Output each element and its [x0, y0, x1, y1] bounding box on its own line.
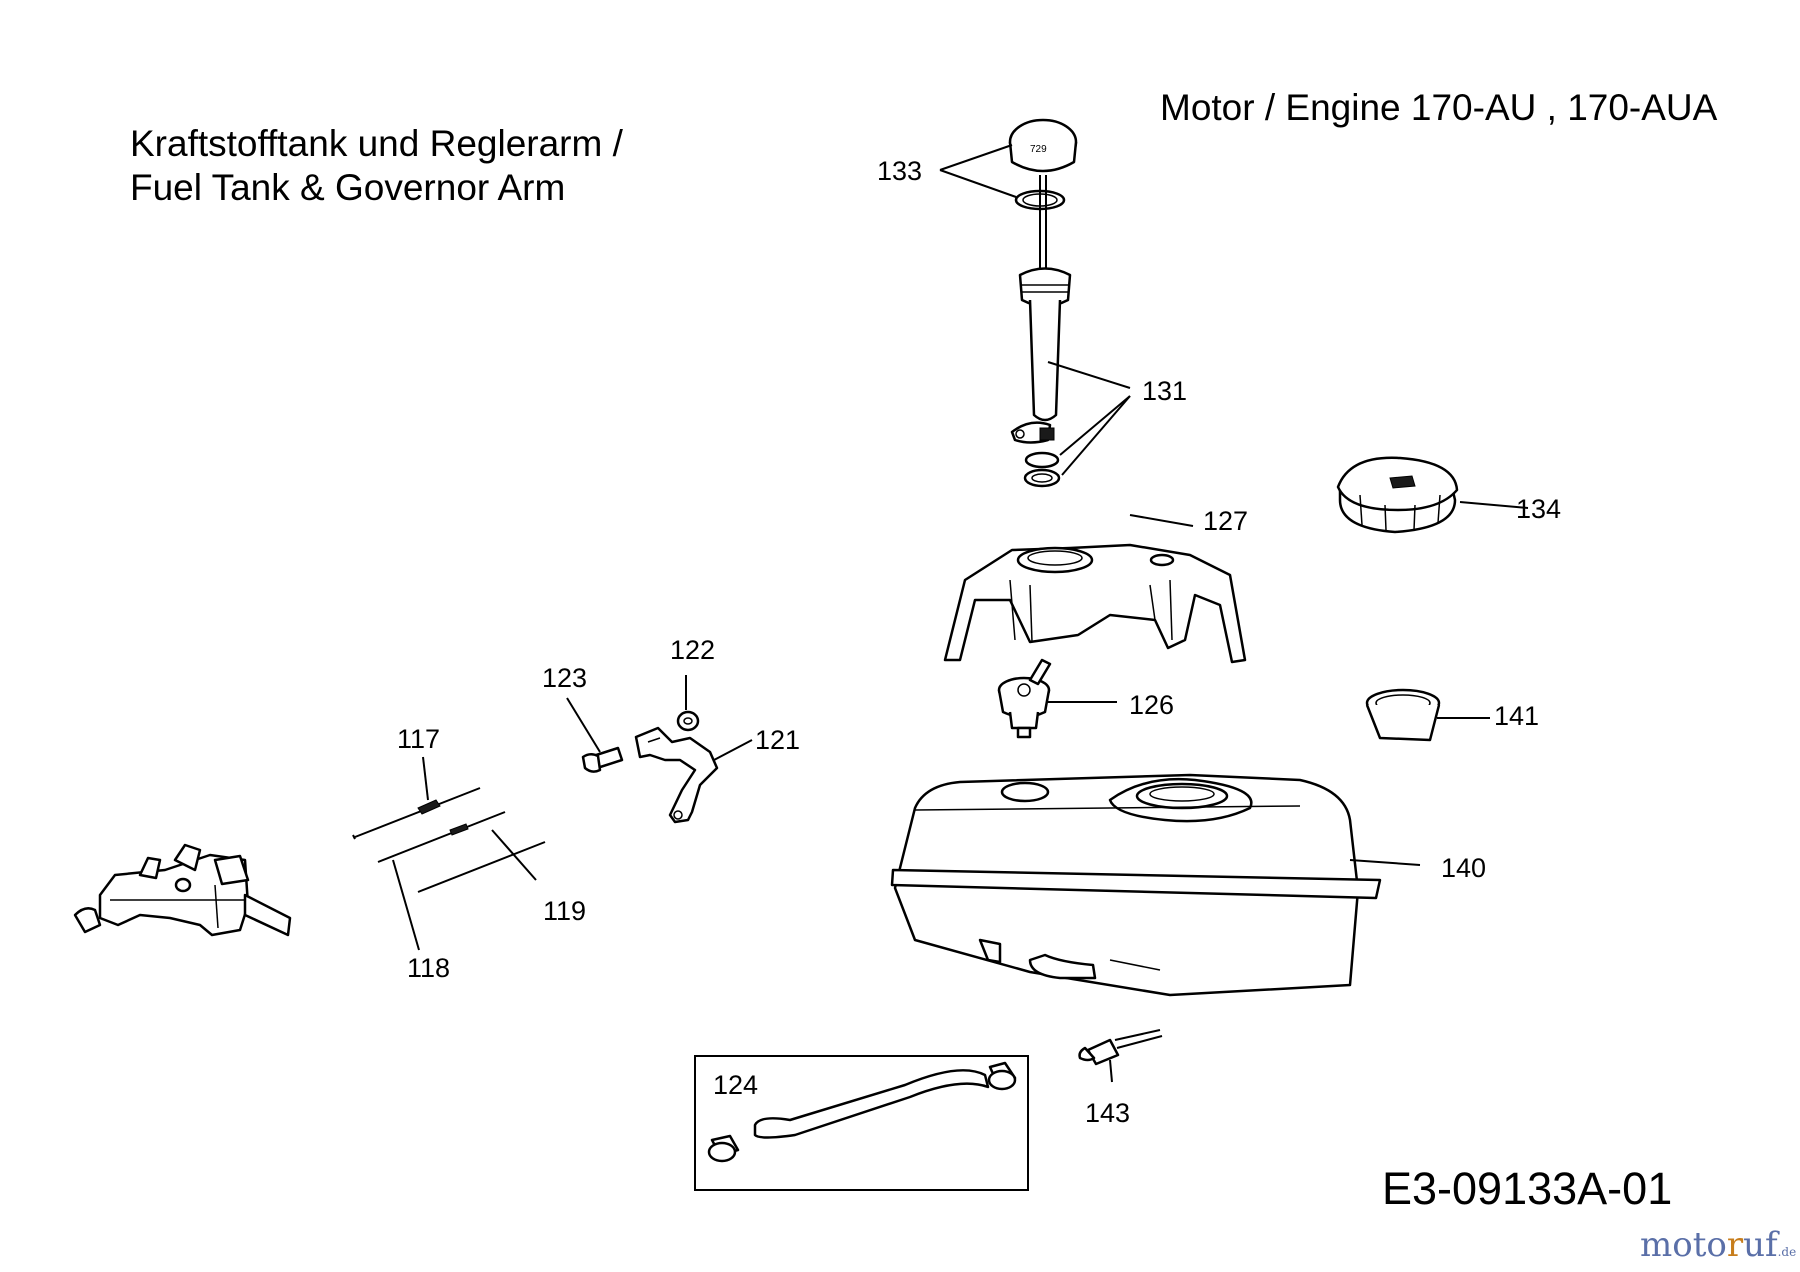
- label-131: 131: [1142, 376, 1187, 406]
- label-117: 117: [397, 724, 440, 754]
- label-141: 141: [1494, 701, 1539, 731]
- label-126: 126: [1129, 690, 1174, 720]
- part-117-spring-rod: [352, 787, 481, 840]
- document-number: E3-09133A-01: [1382, 1163, 1673, 1214]
- governor-arm-assembly: [73, 843, 292, 937]
- watermark-logo: motoruf.de: [1640, 1225, 1797, 1265]
- part-number-labels: 133 131 134 127 126 141 140 122 123 121 …: [397, 156, 1561, 1128]
- label-127: 127: [1203, 506, 1248, 536]
- part-140-fuel-tank: [890, 773, 1382, 997]
- label-118: 118: [407, 953, 450, 983]
- part-133-dipstick-cap: 729: [1008, 118, 1078, 211]
- part-121-governor-lever: [634, 726, 719, 824]
- label-124: 124: [713, 1070, 758, 1100]
- diagram-title-german: Kraftstofftank und Reglerarm /: [130, 123, 623, 164]
- label-123: 123: [542, 663, 587, 693]
- label-133: 133: [877, 156, 922, 186]
- part-118-rod: [377, 811, 506, 863]
- leader-lines: [392, 144, 1529, 1083]
- part-134-fuel-cap: [1336, 456, 1459, 534]
- label-140: 140: [1441, 853, 1486, 883]
- engine-model-label: Motor / Engine 170-AU , 170-AUA: [1160, 87, 1718, 128]
- svg-text:729: 729: [1030, 144, 1047, 155]
- label-121: 121: [755, 725, 800, 755]
- label-143: 143: [1085, 1098, 1130, 1128]
- part-141-fuel-strainer: [1365, 688, 1441, 742]
- part-143-drain-valve: [1078, 1029, 1163, 1066]
- diagram-title-english: Fuel Tank & Governor Arm: [130, 167, 566, 208]
- part-126-fuel-valve: [997, 658, 1052, 739]
- part-124-fuel-hose-box: [694, 1055, 1029, 1191]
- label-122: 122: [670, 635, 715, 665]
- part-123-bolt: [581, 746, 624, 773]
- label-119: 119: [543, 896, 586, 926]
- part-127-tank-shroud: [943, 543, 1247, 664]
- label-134: 134: [1516, 494, 1561, 524]
- part-122-nut: [676, 710, 700, 732]
- part-119-rod: [417, 841, 546, 893]
- part-131-dipstick-tube: [1010, 175, 1072, 488]
